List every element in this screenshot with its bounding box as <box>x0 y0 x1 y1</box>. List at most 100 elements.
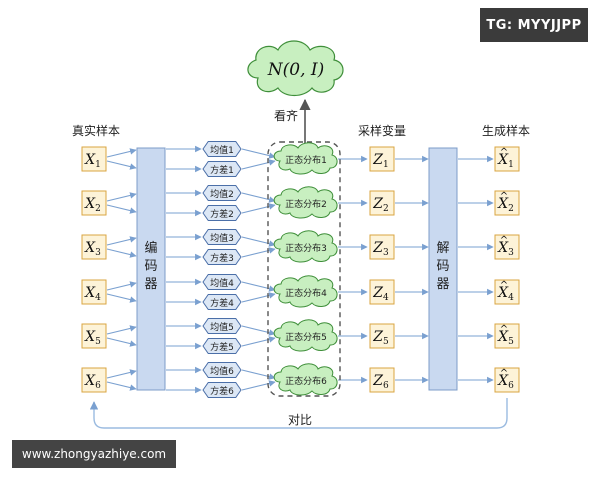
arrow <box>241 281 276 292</box>
hat-mark: ^ <box>500 324 508 335</box>
variance-label: 方差5 <box>210 341 234 353</box>
arrow <box>241 325 276 336</box>
mean-node <box>202 185 242 201</box>
arrow <box>241 369 276 380</box>
distribution-label: 正态分布6 <box>285 375 327 387</box>
normal-distribution-cloud <box>273 275 338 308</box>
generated-sample-box <box>494 234 520 260</box>
latent-sample-label: Z6 <box>372 373 389 391</box>
watermark-bottom-left: www.zhongyazhiye.com <box>12 440 176 468</box>
hat-mark: ^ <box>500 191 508 202</box>
real-sample-label: X6 <box>84 373 101 391</box>
arrow <box>106 281 137 291</box>
real-sample-label: X2 <box>84 196 101 214</box>
mean-node <box>202 229 242 245</box>
header-real-samples: 真实样本 <box>72 123 120 138</box>
variance-node <box>202 338 242 354</box>
generated-sample-label: X1 <box>497 152 514 170</box>
arrow <box>241 148 276 159</box>
arrow <box>241 192 276 203</box>
arrow <box>241 336 276 347</box>
real-sample-label: X5 <box>84 329 101 347</box>
distribution-label: 正态分布4 <box>285 287 327 299</box>
hat-mark: ^ <box>500 147 508 158</box>
arrow <box>106 293 137 303</box>
real-sample-box <box>81 190 107 216</box>
decoder-label-3: 器 <box>436 277 449 292</box>
generated-sample-label: X3 <box>497 240 514 258</box>
encoder-label-3: 器 <box>144 277 157 292</box>
latent-sample-label: Z3 <box>372 240 389 258</box>
decoder-block: 解 码 器 <box>428 147 458 391</box>
mean-node <box>202 362 242 378</box>
real-sample-label: X3 <box>84 240 101 258</box>
arrow <box>241 159 276 170</box>
normal-distribution-cloud <box>273 230 338 263</box>
watermark-top-right: TG: MYYJJPP <box>480 8 588 42</box>
generated-sample-box <box>494 190 520 216</box>
hat-mark: ^ <box>500 280 508 291</box>
real-sample-box <box>81 234 107 260</box>
arrow <box>106 236 137 246</box>
encoder-label-2: 码 <box>144 259 157 274</box>
generated-sample-label: X4 <box>497 285 514 303</box>
encoder-block: 编 码 器 <box>136 147 166 391</box>
real-sample-label: X1 <box>84 152 101 170</box>
arrow <box>106 381 137 391</box>
real-sample-box <box>81 279 107 305</box>
encoder-label-1: 编 <box>144 241 157 256</box>
generated-sample-box <box>494 146 520 172</box>
mean-label: 均值1 <box>210 144 234 156</box>
mean-label: 均值4 <box>210 277 234 289</box>
variance-node <box>202 294 242 310</box>
arrow <box>106 325 137 335</box>
generated-sample-label: X6 <box>497 373 514 391</box>
arrow <box>241 380 276 391</box>
real-sample-box <box>81 367 107 393</box>
arrow <box>106 148 137 158</box>
distribution-label: 正态分布5 <box>285 331 327 343</box>
arrow <box>241 236 276 247</box>
prior-label: N(0, I) <box>267 60 324 80</box>
arrow <box>106 192 137 202</box>
generated-sample-box <box>494 323 520 349</box>
variance-label: 方差2 <box>210 208 234 220</box>
mean-label: 均值2 <box>210 188 234 200</box>
latent-sample-label: Z2 <box>372 196 388 214</box>
variance-node <box>202 205 242 221</box>
real-sample-box <box>81 146 107 172</box>
arrow <box>241 203 276 214</box>
latent-sample-box <box>369 234 395 260</box>
arrow <box>106 337 137 347</box>
distribution-label: 正态分布3 <box>285 242 327 254</box>
latent-sample-box <box>369 146 395 172</box>
generated-sample-box <box>494 367 520 393</box>
generated-sample-label: X2 <box>497 196 514 214</box>
arrow <box>106 160 137 170</box>
latent-sample-box <box>369 190 395 216</box>
mean-label: 均值3 <box>210 232 234 244</box>
normal-distribution-cloud <box>273 186 338 219</box>
latent-sample-label: Z1 <box>372 152 388 170</box>
latent-sample-box <box>369 367 395 393</box>
latent-sample-box <box>369 279 395 305</box>
arrow <box>106 369 137 379</box>
latent-sample-label: Z4 <box>372 285 389 303</box>
real-sample-box <box>81 323 107 349</box>
header-generated: 生成样本 <box>482 123 530 138</box>
mean-label: 均值5 <box>210 321 234 333</box>
generated-sample-box <box>494 279 520 305</box>
variance-label: 方差3 <box>210 252 234 264</box>
normal-distribution-cloud <box>273 363 338 396</box>
mean-label: 均值6 <box>210 365 234 377</box>
normal-distribution-cloud <box>273 319 338 352</box>
arrow <box>241 292 276 303</box>
variance-node <box>202 382 242 398</box>
